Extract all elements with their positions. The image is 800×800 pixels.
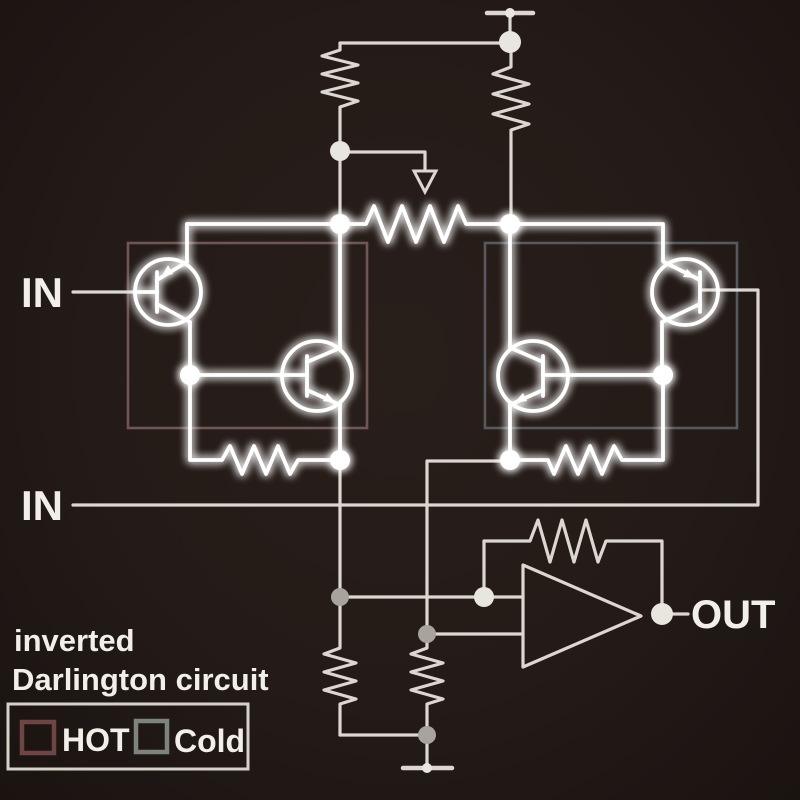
junction-dot xyxy=(474,587,494,607)
supply-resistor-left xyxy=(320,41,512,153)
load-resistor-right xyxy=(409,632,445,737)
input-label-cold: IN xyxy=(21,482,63,529)
q1-emitter-arrow-icon xyxy=(161,265,173,277)
caption-line-2: Darlington circuit xyxy=(12,662,269,697)
junction-dot xyxy=(330,141,350,161)
junction-dot xyxy=(330,214,350,234)
cold-block-outline xyxy=(483,241,739,430)
opamp-triangle-icon xyxy=(521,563,643,669)
junction-dot-gray xyxy=(418,726,436,744)
caption-line-1: inverted xyxy=(14,623,135,658)
output-stage-wiring xyxy=(322,458,525,771)
transistor-q3-pnp xyxy=(650,257,720,327)
input-cold-lead xyxy=(71,288,760,507)
legend-cold-label: Cold xyxy=(174,723,245,759)
legend-cold-swatch xyxy=(133,718,170,755)
junction-dot xyxy=(330,450,350,470)
potentiometer-wiper xyxy=(338,149,439,226)
opamp-feedback-resistor xyxy=(482,518,664,616)
junction-dot xyxy=(180,365,200,385)
bias-potentiometer xyxy=(348,204,502,244)
q3-emitter-arrow-icon xyxy=(683,269,696,278)
load-resistor-left xyxy=(322,595,358,737)
junction-dot xyxy=(500,450,520,470)
transistor-q4-npn xyxy=(496,339,570,413)
transistor-q2-npn xyxy=(280,339,354,413)
q4-emitter-arrow-icon xyxy=(514,393,527,403)
junction-dot xyxy=(653,365,673,385)
ground-terminal-dot xyxy=(422,763,432,773)
hot-darlington-pair xyxy=(133,204,520,476)
q2-emitter-arrow-icon xyxy=(323,393,336,403)
legend-box xyxy=(6,702,250,771)
junction-dot-gray xyxy=(418,625,436,643)
legend-hot-label: HOT xyxy=(62,722,130,758)
output-junction-dot xyxy=(651,603,673,625)
junction-dot xyxy=(499,31,521,53)
supply-resistor-right xyxy=(491,40,531,218)
legend-hot-swatch xyxy=(19,719,57,756)
output-label: OUT xyxy=(691,593,775,637)
cold-darlington-pair xyxy=(496,222,720,476)
hot-block-outline xyxy=(126,241,369,430)
junction-dots xyxy=(330,8,673,773)
junction-dot-gray xyxy=(331,588,349,606)
input-leads xyxy=(71,288,760,507)
wiper-arrow-icon xyxy=(411,169,439,196)
power-terminal-dot xyxy=(505,8,515,18)
legend: HOT Cold xyxy=(6,702,250,771)
opamp xyxy=(482,518,690,669)
cold-feedback-resistor xyxy=(508,373,665,476)
input-label-hot: IN xyxy=(21,269,63,316)
hot-feedback-resistor xyxy=(188,373,342,476)
